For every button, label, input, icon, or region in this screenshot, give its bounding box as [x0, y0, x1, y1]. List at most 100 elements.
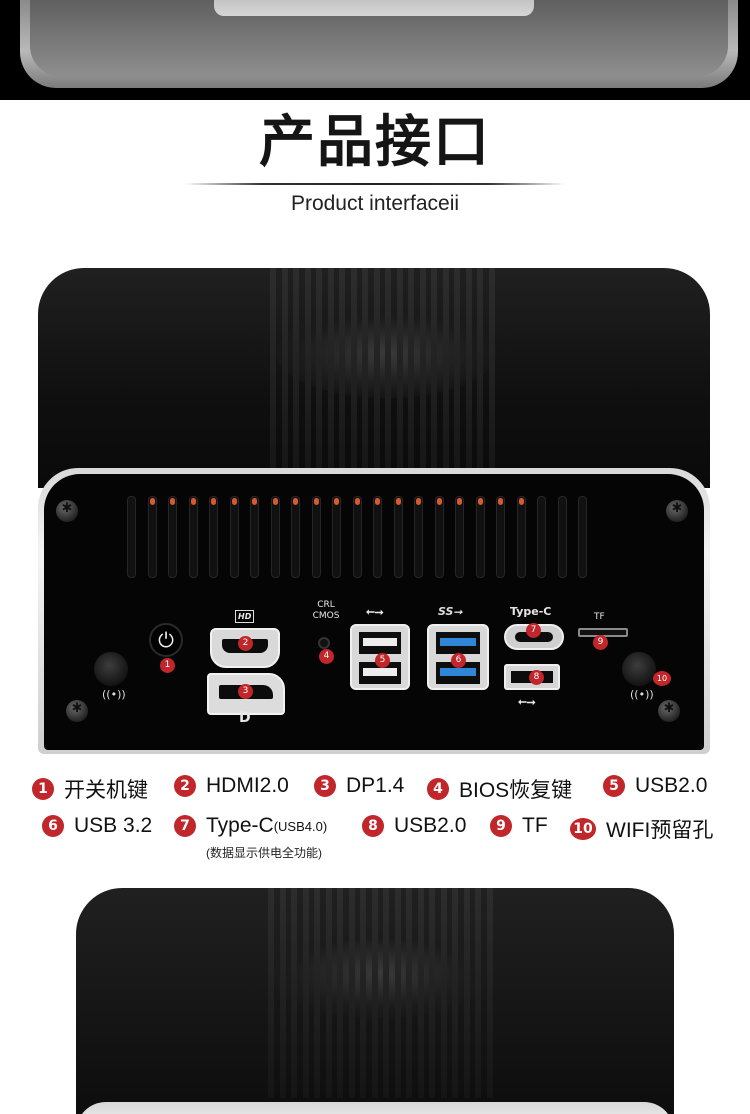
heatsink-fins [268, 888, 498, 1098]
screw-icon [66, 700, 88, 722]
callout-badge-4: 4 [319, 649, 334, 664]
usb-superspeed-icon: SS⭢ [438, 605, 463, 618]
heatsink-fin [268, 888, 274, 1098]
wifi-antenna-icon: ((•)) [630, 688, 654, 701]
vent-slot [291, 496, 300, 578]
legend-suffix: (USB4.0) [273, 818, 328, 834]
legend-number: 8 [362, 815, 384, 837]
heatsink-fin [304, 268, 311, 478]
screw-icon [658, 700, 680, 722]
legend-number: 7 [174, 815, 196, 837]
vent-slot [270, 496, 280, 578]
legend-item: 9 TF [490, 814, 548, 838]
bottom-device-body [76, 888, 674, 1114]
legend-item: 10 WIFI预留孔 [570, 814, 713, 844]
callout-badge-6: 6 [451, 653, 466, 668]
vent-slot [578, 496, 587, 578]
legend-item: 7 Type-C (USB4.0) [174, 814, 327, 838]
heatsink-fin [454, 268, 460, 478]
front-vents [127, 496, 597, 578]
bottom-device-image [0, 880, 750, 1114]
title-divider [185, 183, 565, 185]
legend-number: 2 [174, 775, 196, 797]
heatsink-fin [362, 268, 368, 478]
vent-slot [168, 496, 177, 578]
legend-item: 3 DP1.4 [314, 774, 404, 798]
heatsink-fin [408, 268, 414, 478]
wifi-antenna-icon: ((•)) [102, 688, 126, 701]
cmos-label-top: CRL [317, 600, 335, 610]
vent-slot [147, 496, 157, 578]
vent-slot [250, 496, 259, 578]
heatsink-fin [440, 888, 447, 1098]
heatsink-fin [385, 268, 391, 478]
legend-number: 6 [42, 815, 64, 837]
legend-number: 5 [603, 775, 625, 797]
vent-slot [311, 496, 321, 578]
cmos-label-bottom: CMOS [312, 611, 340, 621]
bios-reset-button[interactable] [318, 637, 330, 649]
legend-label: HDMI2.0 [206, 774, 289, 797]
heatsink-fin [475, 888, 481, 1098]
vent-slot [127, 496, 136, 578]
page-title: 产品接口 [259, 110, 491, 175]
heatsink-fin [406, 888, 412, 1098]
vent-slot [209, 496, 218, 578]
legend-number: 4 [427, 778, 449, 800]
heatsink-fin [316, 268, 322, 478]
top-device-image [0, 0, 750, 100]
vent-slot [229, 496, 239, 578]
usb-icon: ⭠⭢ [518, 695, 536, 708]
tf-label: TF [594, 612, 605, 622]
section-heading: 产品接口 Product interfaceii [0, 108, 750, 215]
screw-icon [666, 500, 688, 522]
callout-badge-2: 2 [238, 636, 253, 651]
legend-number: 9 [490, 815, 512, 837]
legend-item: 4 BIOS恢复键 [427, 774, 572, 804]
heatsink-fin [270, 268, 276, 478]
heatsink-fin [325, 888, 332, 1098]
heatsink-fin [477, 268, 483, 478]
vent-slot [537, 496, 546, 578]
power-button[interactable]: ⏻ [149, 623, 183, 657]
vent-slot [352, 496, 362, 578]
legend-label: USB 3.2 [74, 814, 153, 837]
callout-badge-8: 8 [529, 670, 544, 685]
usb-icon: ⭠⭢ [366, 605, 384, 618]
vent-slot [557, 496, 567, 578]
bottom-device-rim [76, 1102, 674, 1114]
legend-note: (数据显示供电全功能) [206, 846, 322, 860]
heatsink-fin [348, 888, 355, 1098]
legend-label: Type-C [206, 814, 274, 837]
callout-badge-7: 7 [526, 623, 541, 638]
heatsink-fin [337, 888, 343, 1098]
heatsink-fin [302, 888, 309, 1098]
heatsink-fin [314, 888, 320, 1098]
dp-logo: D [239, 710, 251, 726]
top-device-highlight [214, 0, 534, 16]
heatsink-fin [442, 268, 449, 478]
legend-label: USB2.0 [394, 814, 467, 837]
heatsink-fin [463, 888, 470, 1098]
displayport-port[interactable] [207, 673, 285, 715]
heatsink-fin [419, 268, 426, 478]
vent-slot [516, 496, 526, 578]
heatsink-fin [350, 268, 357, 478]
legend-label: USB2.0 [635, 774, 708, 797]
legend-label: DP1.4 [346, 774, 405, 797]
antenna-hole-right [622, 652, 656, 686]
legend-number: 1 [32, 778, 54, 800]
screw-icon [56, 500, 78, 522]
heatsink-fin [281, 268, 288, 478]
vent-slot [188, 496, 198, 578]
legend-item: 6 USB 3.2 [42, 814, 152, 838]
callout-badge-1: 1 [160, 658, 175, 673]
callout-badge-5: 5 [375, 653, 390, 668]
vent-slot [373, 496, 382, 578]
heatsink-fin [396, 268, 403, 478]
legend-label: 开关机键 [64, 779, 148, 802]
device-top-shell [38, 268, 710, 488]
heatsink-fin [431, 268, 437, 478]
legend-label: BIOS恢复键 [459, 779, 573, 802]
heatsink-fin [429, 888, 435, 1098]
